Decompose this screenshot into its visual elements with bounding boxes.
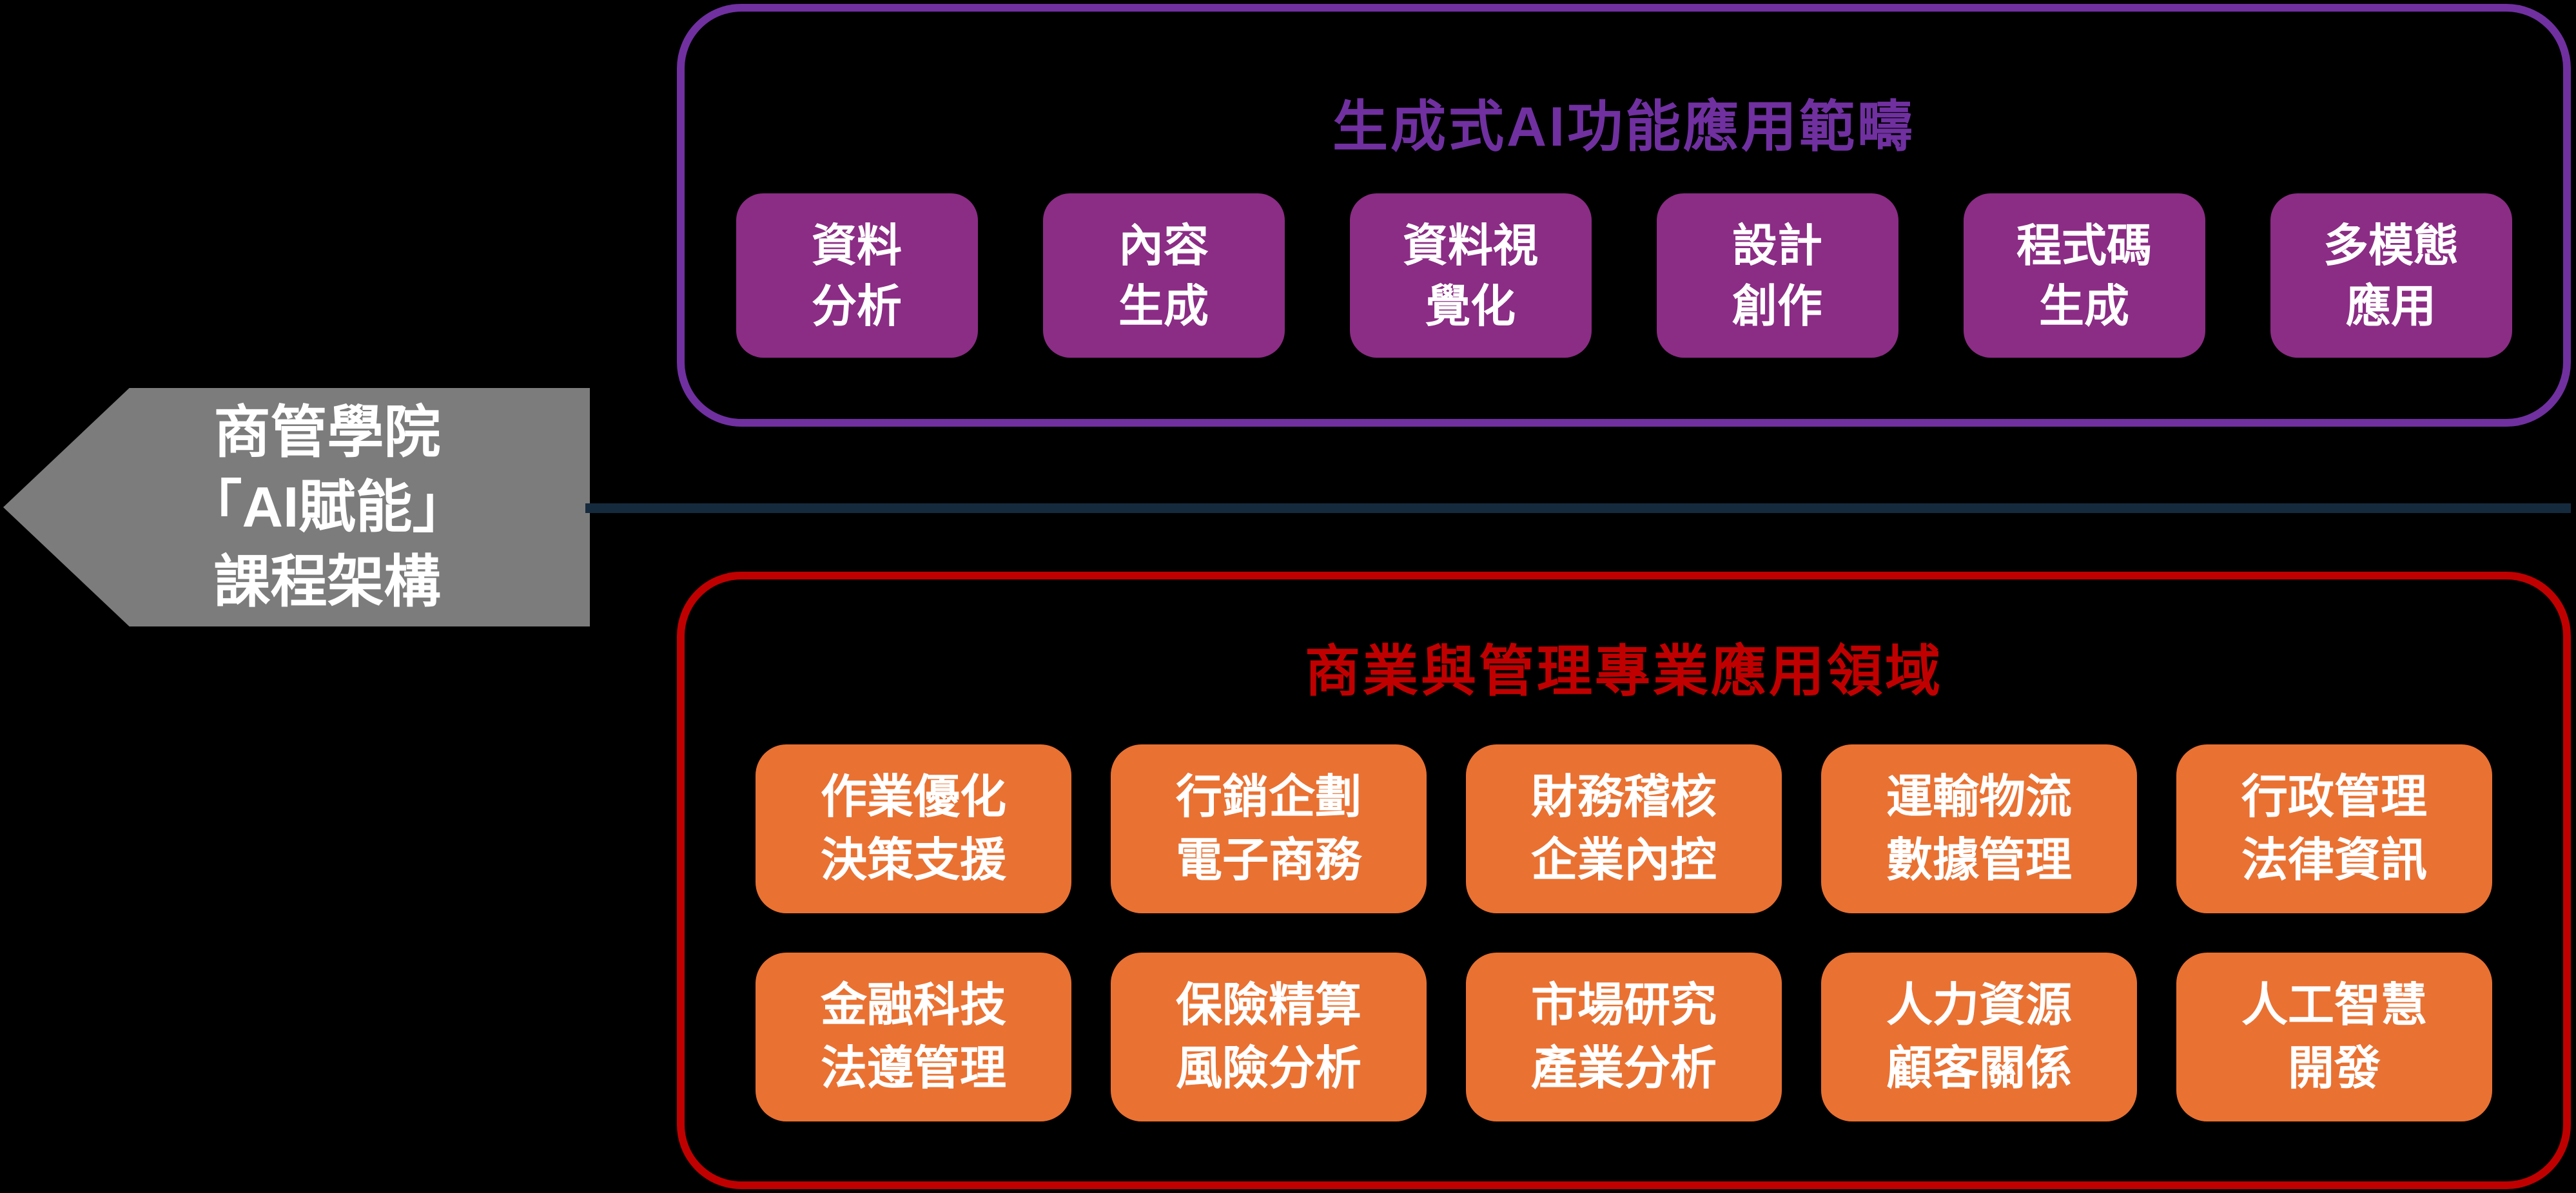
domain-chip-hr-crm: 人力資源 顧客關係 (1821, 953, 2137, 1121)
business-domains-row-2: 金融科技 法遵管理 保險精算 風險分析 市場研究 產業分析 人力資源 顧客關係 … (685, 953, 2563, 1121)
genai-chip-data-analysis: 資料 分析 (736, 193, 978, 358)
horizontal-connector-line (585, 503, 2571, 513)
domain-chip-operations-decision: 作業優化 決策支援 (756, 744, 1071, 913)
business-domains-title: 商業與管理專業應用領域 (1305, 641, 1943, 703)
business-domains-row-1: 作業優化 決策支援 行銷企劃 電子商務 財務稽核 企業內控 運輸物流 數據管理 … (685, 744, 2563, 913)
genai-chip-content-generation: 內容 生成 (1042, 193, 1285, 358)
domain-chip-logistics-data: 運輸物流 數據管理 (1821, 744, 2137, 913)
course-framework-arrow: 商管學院 「AI賦能」 課程架構 (3, 388, 590, 626)
course-framework-label: 商管學院 「AI賦能」 課程架構 (185, 400, 469, 614)
domain-chip-marketing-ecommerce: 行銷企劃 電子商務 (1111, 744, 1427, 913)
domain-chip-ai-development: 人工智慧 開發 (2176, 953, 2492, 1121)
domain-chip-finance-audit: 財務稽核 企業內控 (1466, 744, 1782, 913)
domain-chip-admin-legal: 行政管理 法律資訊 (2176, 744, 2492, 913)
genai-chip-design-creation: 設計 創作 (1656, 193, 1898, 358)
genai-functions-title: 生成式AI功能應用範疇 (1332, 96, 1915, 158)
genai-chip-data-visualization: 資料視 覺化 (1349, 193, 1592, 358)
domain-chip-insurance-risk: 保險精算 風險分析 (1111, 953, 1427, 1121)
genai-functions-row: 資料 分析 內容 生成 資料視 覺化 設計 創作 程式碼 生成 多模態 應用 (685, 193, 2563, 358)
business-domains-box: 商業與管理專業應用領域 作業優化 決策支援 行銷企劃 電子商務 財務稽核 企業內… (677, 572, 2571, 1189)
genai-functions-box: 生成式AI功能應用範疇 資料 分析 內容 生成 資料視 覺化 設計 創作 程式碼… (677, 4, 2571, 427)
genai-chip-multimodal: 多模態 應用 (2270, 193, 2512, 358)
domain-chip-market-industry: 市場研究 產業分析 (1466, 953, 1782, 1121)
domain-chip-fintech-compliance: 金融科技 法遵管理 (756, 953, 1071, 1121)
genai-chip-code-generation: 程式碼 生成 (1963, 193, 2205, 358)
